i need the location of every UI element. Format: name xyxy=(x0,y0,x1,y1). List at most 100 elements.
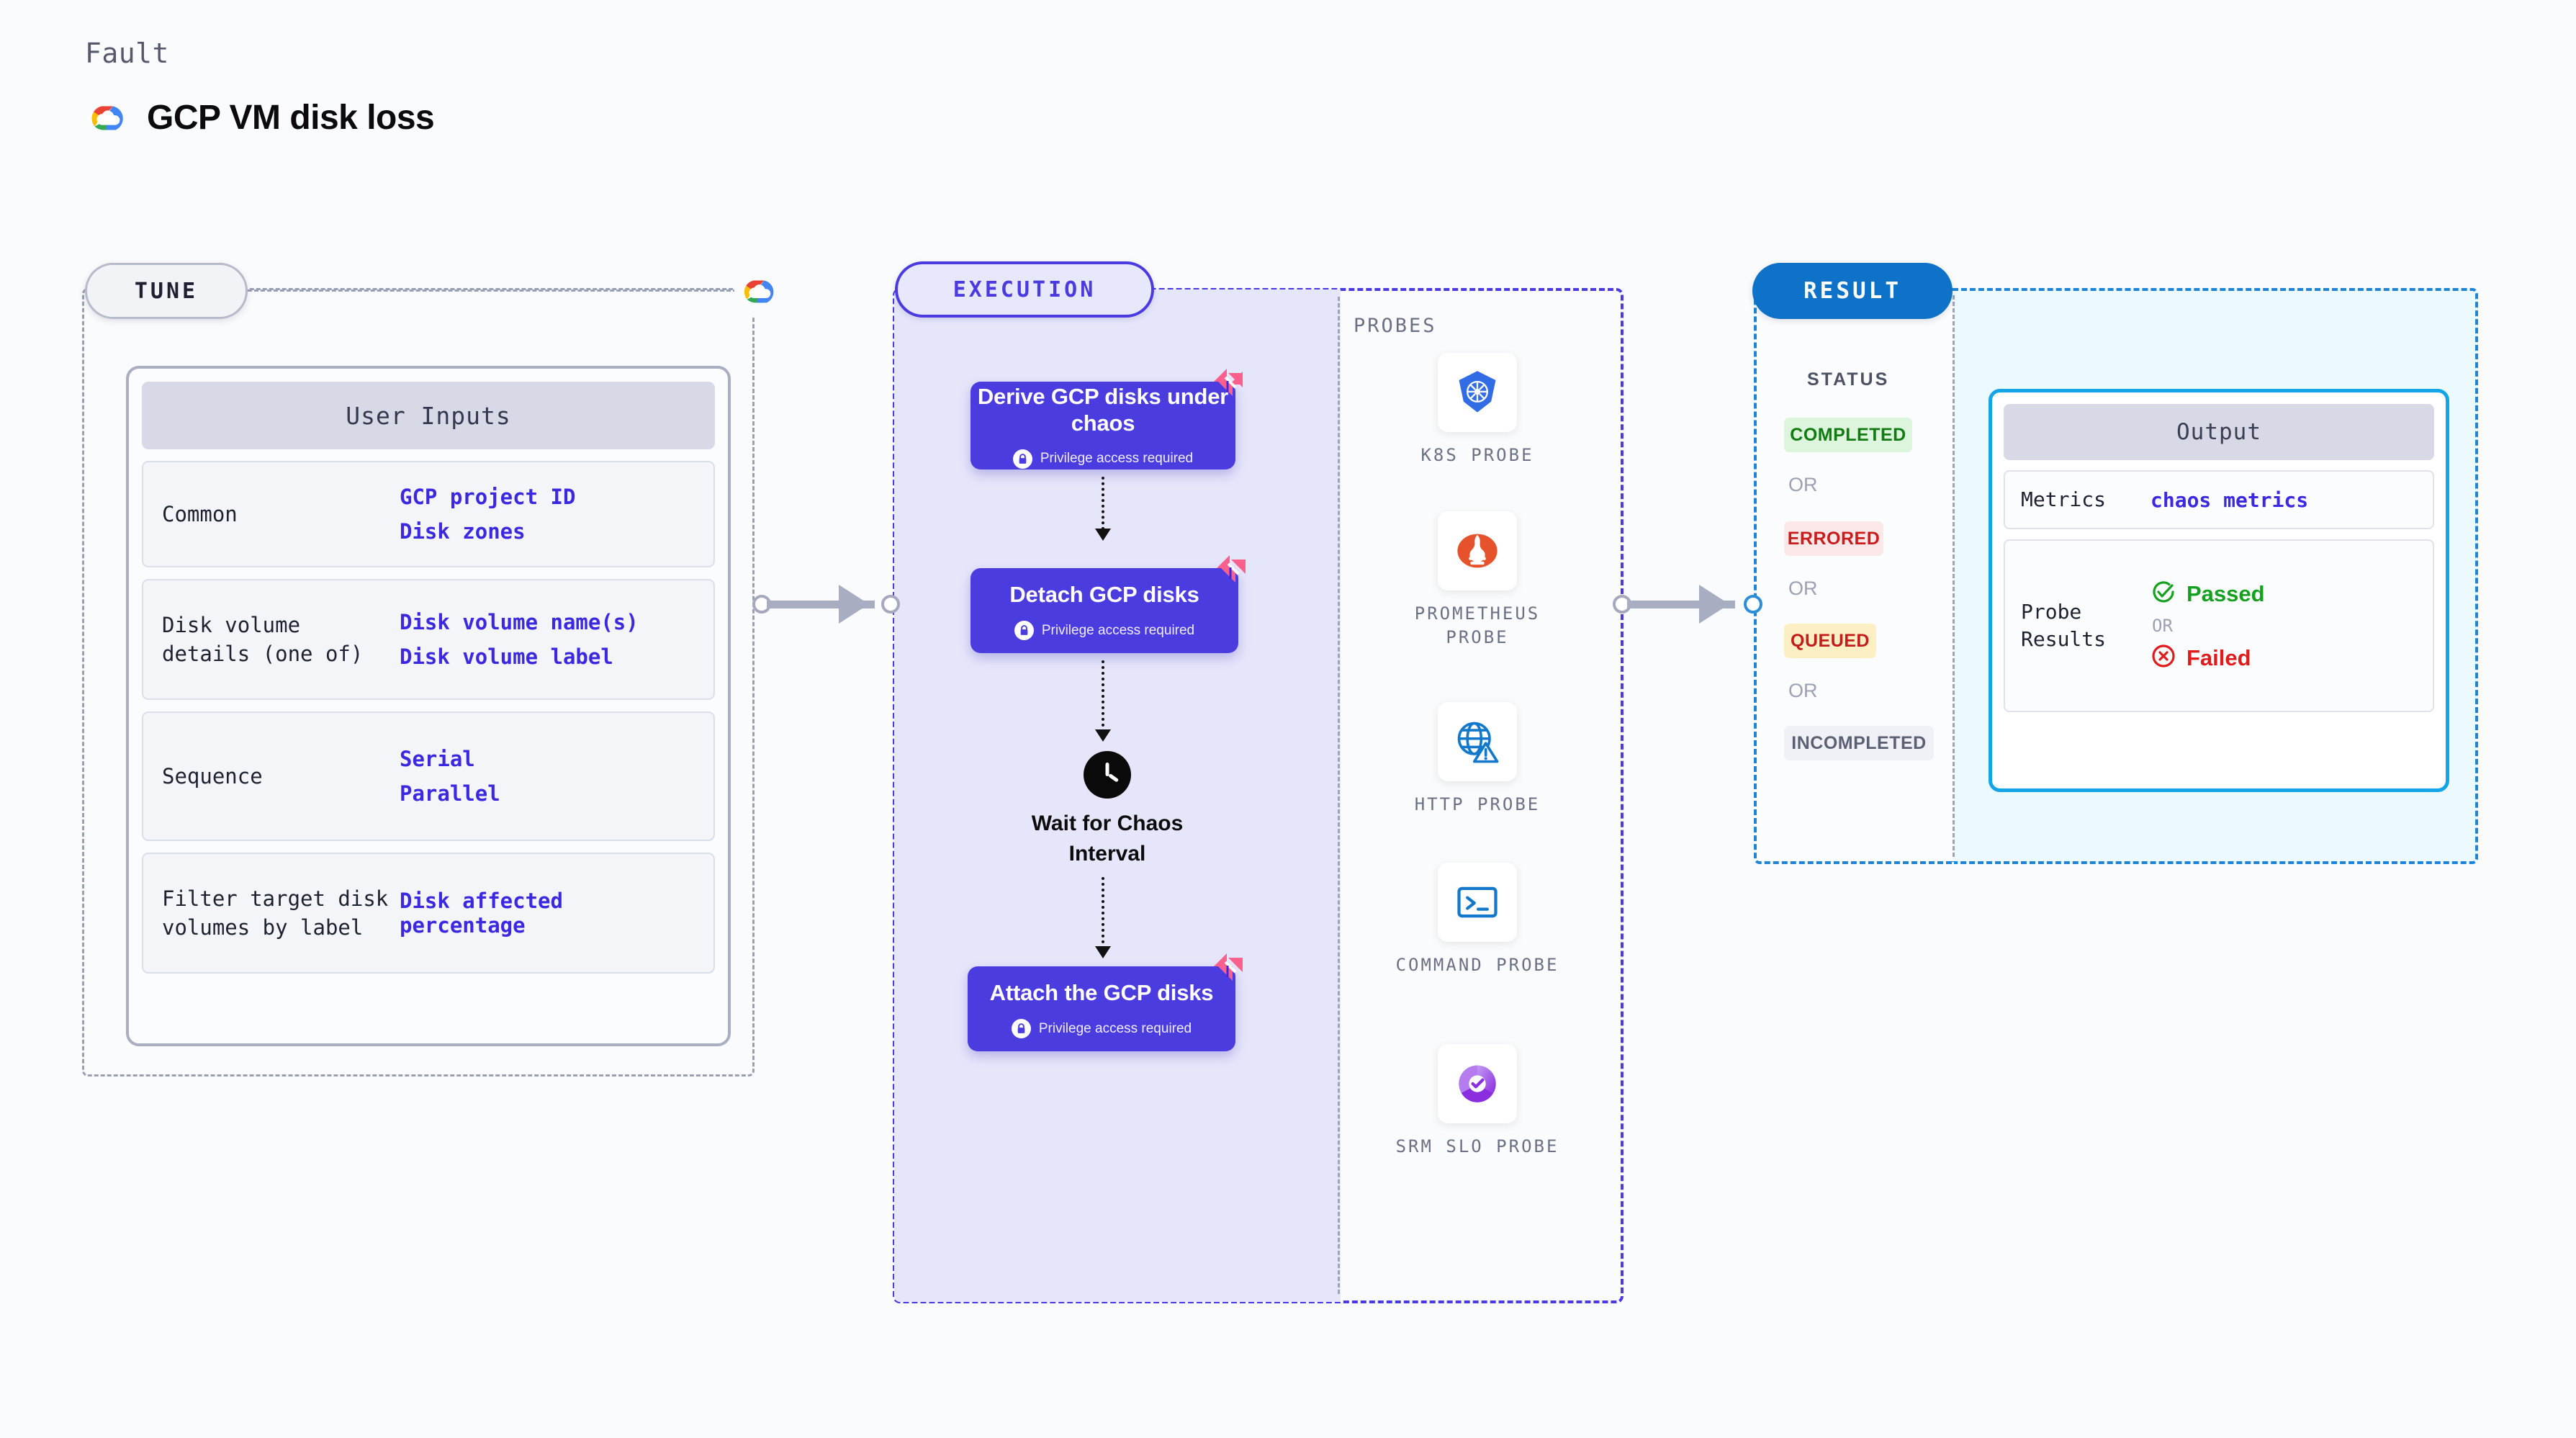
lock-icon xyxy=(1012,449,1032,469)
probe-result-or: OR xyxy=(2152,616,2173,636)
execution-step-title: Attach the GCP disks xyxy=(989,980,1214,1005)
output-card: Output Metrics chaos metrics Probe Resul… xyxy=(1989,389,2449,792)
probe-label: COMMAND PROBE xyxy=(1395,955,1559,975)
gcp-logo-icon xyxy=(85,95,130,140)
status-title: STATUS xyxy=(1807,369,1890,390)
execution-flow-arrow xyxy=(1102,877,1104,949)
connector-line xyxy=(767,601,875,608)
result-status-divider xyxy=(1953,295,1955,857)
user-input-value[interactable]: Disk volume label xyxy=(400,644,613,669)
status-or-label: OR xyxy=(1788,578,1818,599)
connector-execution-to-result xyxy=(1613,585,1762,624)
tune-stage-pill[interactable]: TUNE xyxy=(85,263,248,319)
user-input-label: Common xyxy=(162,502,238,526)
user-input-value[interactable]: Disk zones xyxy=(400,519,526,544)
probe-label: SRM SLO PROBE xyxy=(1395,1136,1559,1156)
probe-result-failed: Failed xyxy=(2151,643,2265,673)
connector-line xyxy=(1627,601,1735,608)
harness-chaos-icon xyxy=(1211,366,1246,400)
status-or-label: OR xyxy=(1788,680,1818,701)
execution-stage-pill[interactable]: EXECUTION xyxy=(895,261,1154,318)
harness-chaos-icon xyxy=(1211,951,1246,985)
execution-flow-arrow-head-icon xyxy=(1095,946,1111,958)
user-input-row: Common GCP project ID Disk zones xyxy=(142,461,715,567)
terminal-icon xyxy=(1438,863,1517,942)
privilege-text: Privilege access required xyxy=(1038,1020,1192,1036)
user-input-label: Filter target disk volumes by label xyxy=(162,886,389,940)
user-input-label: Disk volume details (one of) xyxy=(162,613,364,666)
user-inputs-header: User Inputs xyxy=(142,382,715,449)
execution-step[interactable]: Derive GCP disks under chaos Privilege a… xyxy=(970,369,1243,469)
execution-flow-arrow xyxy=(1102,477,1104,530)
result-stage-pill[interactable]: RESULT xyxy=(1752,263,1953,319)
output-row-metrics: Metrics chaos metrics xyxy=(2004,470,2434,529)
probe-results-label: Probe Results xyxy=(2021,600,2107,651)
tune-region xyxy=(82,288,755,1077)
user-input-values: Disk volume name(s) Disk volume label xyxy=(400,610,639,669)
user-input-value[interactable]: GCP project ID xyxy=(400,485,576,509)
execution-step-title: Detach GCP disks xyxy=(1009,582,1199,607)
probes-title: PROBES xyxy=(1354,315,1437,337)
wait-node-label: Wait for Chaos Interval xyxy=(1031,812,1184,866)
probe-item-command[interactable]: COMMAND PROBE xyxy=(1384,863,1571,977)
probe-item-srm-slo[interactable]: SRM SLO PROBE xyxy=(1384,1044,1571,1159)
fault-kicker: Fault xyxy=(85,37,169,69)
privilege-text: Privilege access required xyxy=(1040,451,1194,466)
output-header: Output xyxy=(2004,404,2434,460)
privilege-note: Privilege access required xyxy=(1012,449,1194,469)
execution-flow-arrow xyxy=(1102,660,1104,732)
user-input-values: Serial Parallel xyxy=(400,747,500,806)
tune-top-dash-line xyxy=(248,289,737,292)
output-row-probe-results: Probe Results Passed OR xyxy=(2004,539,2434,712)
execution-flow-arrow-head-icon xyxy=(1095,729,1111,742)
user-input-label: Sequence xyxy=(162,764,263,788)
user-input-value[interactable]: Serial xyxy=(400,747,475,771)
status-badge-errored: ERRORED xyxy=(1784,521,1883,556)
probe-result-passed: Passed xyxy=(2151,579,2265,608)
status-badge-completed: COMPLETED xyxy=(1784,418,1912,452)
status-badge-queued: QUEUED xyxy=(1784,624,1876,658)
metrics-label: Metrics xyxy=(2021,487,2107,511)
page-title: GCP VM disk loss xyxy=(147,98,435,137)
privilege-note: Privilege access required xyxy=(1011,1019,1192,1038)
status-badge-incompleted: INCOMPLETED xyxy=(1784,726,1934,760)
kubernetes-icon xyxy=(1438,353,1517,432)
status-or-label: OR xyxy=(1788,474,1818,495)
title-row: GCP VM disk loss xyxy=(85,95,435,140)
execution-step-title: Derive GCP disks under chaos xyxy=(977,383,1229,436)
page-header: Fault GCP VM disk loss xyxy=(85,37,435,140)
execution-step[interactable]: Detach GCP disks Privilege access requir… xyxy=(970,555,1246,653)
connector-arrow-icon xyxy=(839,585,869,624)
srm-slo-icon xyxy=(1438,1044,1517,1123)
clock-icon xyxy=(1084,751,1131,799)
user-input-value[interactable]: Parallel xyxy=(400,781,500,806)
probe-label: PROMETHEUS PROBE xyxy=(1414,603,1541,647)
probe-item-prometheus[interactable]: PROMETHEUS PROBE xyxy=(1384,511,1571,650)
gcp-logo-icon xyxy=(734,266,783,315)
wait-for-chaos-node: Wait for Chaos Interval xyxy=(1017,751,1197,869)
user-input-row: Sequence Serial Parallel xyxy=(142,711,715,841)
probe-item-k8s[interactable]: K8S PROBE xyxy=(1384,353,1571,467)
execution-flow-arrow-head-icon xyxy=(1095,529,1111,541)
connector-dot xyxy=(1744,595,1762,614)
privilege-note: Privilege access required xyxy=(1014,621,1194,640)
connector-tune-to-execution xyxy=(752,585,900,624)
metrics-value[interactable]: chaos metrics xyxy=(2151,487,2309,512)
harness-chaos-icon xyxy=(1214,552,1248,587)
user-input-values: GCP project ID Disk zones xyxy=(400,485,575,544)
user-input-row: Disk volume details (one of) Disk volume… xyxy=(142,579,715,700)
execution-step[interactable]: Attach the GCP disks Privilege access re… xyxy=(968,953,1243,1051)
result-status-region xyxy=(1754,288,1954,864)
lock-icon xyxy=(1014,621,1034,640)
user-input-values: Disk affected percentage xyxy=(400,889,695,938)
http-globe-warning-icon xyxy=(1438,702,1517,781)
user-input-row: Filter target disk volumes by label Disk… xyxy=(142,853,715,974)
user-input-value[interactable]: Disk affected percentage xyxy=(400,889,563,938)
user-inputs-card: User Inputs Common GCP project ID Disk z… xyxy=(126,366,731,1046)
probe-item-http[interactable]: HTTP PROBE xyxy=(1384,702,1571,817)
passed-label: Passed xyxy=(2187,580,2265,606)
failed-label: Failed xyxy=(2187,644,2251,670)
probe-label: HTTP PROBE xyxy=(1414,794,1541,814)
user-input-value[interactable]: Disk volume name(s) xyxy=(400,610,639,634)
probe-results-values: Passed OR Failed xyxy=(2151,579,2265,673)
